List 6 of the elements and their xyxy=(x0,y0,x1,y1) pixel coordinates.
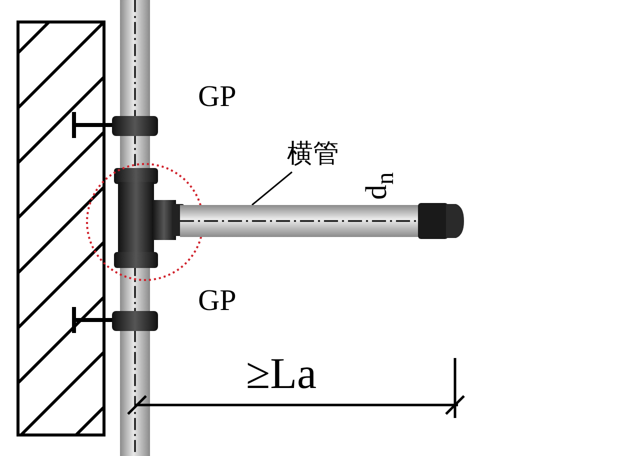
horizontal-pipe-drawing xyxy=(180,203,464,239)
bracket-label: GP xyxy=(198,286,236,316)
leader-line xyxy=(252,171,292,206)
bracket-label: GP xyxy=(198,82,236,112)
dimension-text: ≥La xyxy=(246,352,317,396)
pipe-label: 横管 xyxy=(278,134,348,174)
